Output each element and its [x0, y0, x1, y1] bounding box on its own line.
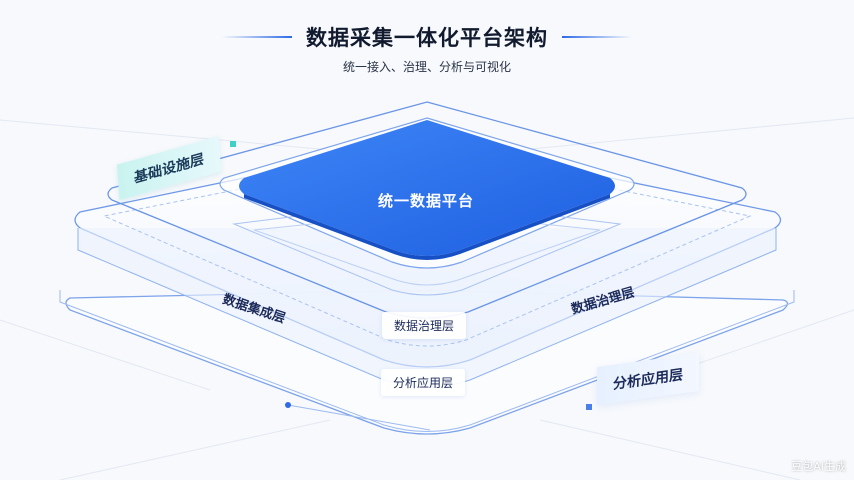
- infrastructure-tag-marker: [230, 141, 236, 147]
- title-decor-left: [222, 36, 292, 38]
- page-subtitle: 统一接入、治理、分析与可视化: [342, 60, 511, 74]
- core-platform: [239, 120, 615, 256]
- application-tag-marker: [586, 404, 592, 410]
- page-title: 数据采集一体化平台架构: [306, 26, 548, 50]
- governance-layer-pill: 数据治理层: [382, 312, 467, 339]
- connector-line: [287, 404, 431, 431]
- watermark: 豆包AI生成: [791, 460, 846, 473]
- core-platform-label: 统一数据平台: [377, 192, 474, 210]
- background-grid: [0, 117, 854, 480]
- connector-dot: [285, 402, 291, 408]
- title-decor-right: [562, 36, 632, 38]
- application-layer-pill: 分析应用层: [381, 369, 466, 396]
